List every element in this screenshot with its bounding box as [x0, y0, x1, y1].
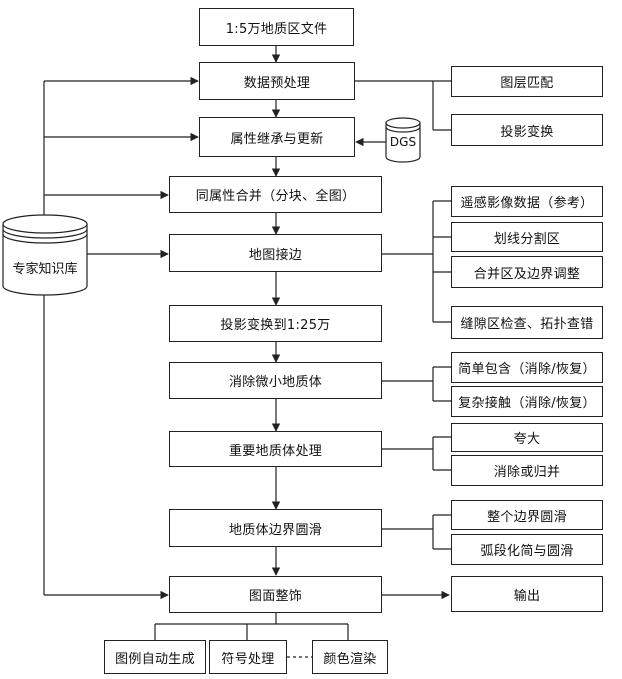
eliminate-merge-box: 消除或归并: [451, 455, 603, 486]
merge-boundary-box: 合并区及边界调整: [451, 256, 603, 288]
whole-boundary-smooth-box: 整个边界圆滑: [451, 500, 603, 530]
attribute-inherit-box: 属性继承与更新: [199, 117, 355, 157]
exaggerate-box: 夸大: [451, 423, 603, 452]
dgs-label: DGS: [389, 135, 417, 149]
simple-contain-box: 简单包含（消除/恢复）: [451, 352, 603, 383]
dgs-database-icon: [385, 117, 421, 163]
projection-transform-box: 投影变换: [451, 114, 603, 146]
gap-check-box: 缝隙区检查、拓扑查错: [451, 306, 603, 339]
layer-match-box: 图层匹配: [451, 66, 603, 97]
important-bodies-box: 重要地质体处理: [169, 431, 382, 467]
eliminate-small-box: 消除微小地质体: [169, 362, 382, 399]
projection-change-box: 投影变换到1:25万: [169, 305, 382, 342]
map-edge-match-box: 地图接边: [169, 234, 382, 272]
symbol-process-box: 符号处理: [209, 640, 287, 674]
legend-auto-box: 图例自动生成: [104, 640, 206, 674]
preprocess-box: 数据预处理: [199, 62, 355, 100]
knowledge-base-label: 专家知识库: [12, 262, 78, 277]
remote-sensing-box: 遥感影像数据（参考）: [451, 186, 603, 217]
boundary-smooth-box: 地质体边界圆滑: [169, 509, 382, 547]
color-render-box: 颜色渲染: [312, 640, 388, 674]
merge-same-attribute-box: 同属性合并（分块、全图）: [169, 176, 382, 213]
source-file-box: 1:5万地质区文件: [199, 8, 354, 46]
complex-contact-box: 复杂接触（消除/恢复）: [451, 386, 603, 417]
output-box: 输出: [451, 576, 603, 612]
arc-simplify-box: 弧段化简与圆滑: [451, 534, 603, 565]
line-split-box: 划线分割区: [451, 222, 603, 252]
knowledge-base-cylinder-icon: [2, 214, 88, 296]
map-decoration-box: 图面整饰: [169, 576, 382, 613]
